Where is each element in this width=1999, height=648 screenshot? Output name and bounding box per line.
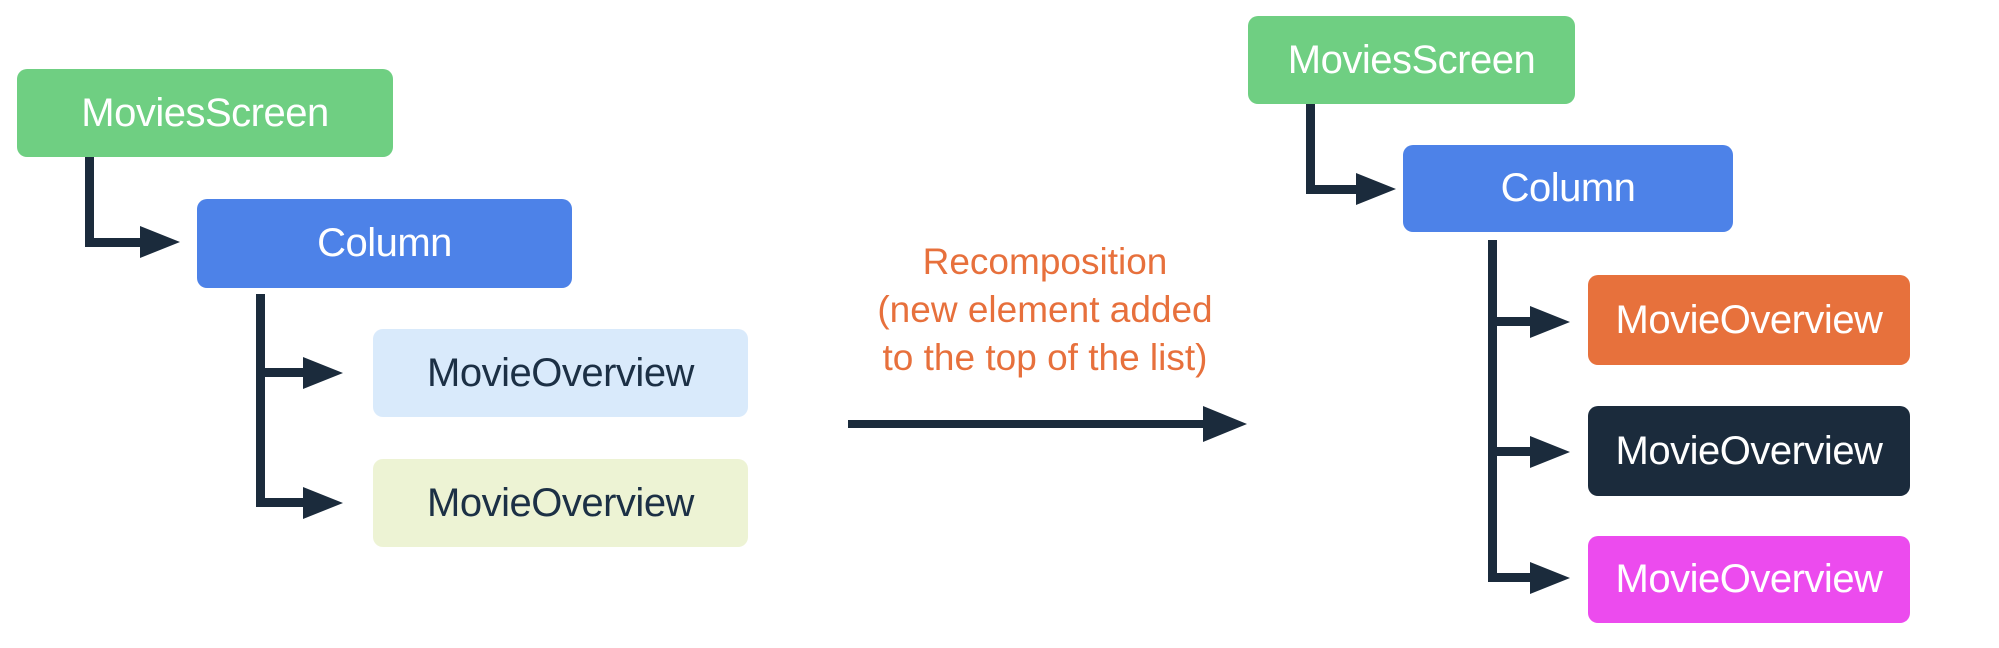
caption-line-3: to the top of the list): [882, 337, 1208, 378]
right-branch-2-line: [1488, 447, 1530, 456]
left-root-node: MoviesScreen: [17, 69, 393, 157]
left-branch-2-line: [256, 498, 303, 507]
transition-arrowhead-icon: [1203, 406, 1247, 442]
arrowhead-icon: [1530, 306, 1570, 338]
right-branch-3-line: [1488, 573, 1530, 582]
right-root-node: MoviesScreen: [1248, 16, 1575, 104]
right-leaf-node-1: MovieOverview: [1588, 275, 1910, 365]
left-leaf-node-1: MovieOverview: [373, 329, 748, 417]
arrowhead-icon: [1530, 562, 1570, 594]
arrowhead-icon: [1356, 173, 1396, 205]
left-branch-1-line: [256, 368, 303, 377]
right-branch-1-line: [1488, 317, 1530, 326]
left-elbow-horizontal-line: [85, 238, 140, 247]
right-leaf-node-2: MovieOverview: [1588, 406, 1910, 496]
arrowhead-icon: [140, 226, 180, 258]
right-elbow-vertical-line: [1306, 104, 1315, 194]
arrowhead-icon: [1530, 436, 1570, 468]
arrowhead-icon: [303, 487, 343, 519]
caption-line-2: (new element added: [877, 289, 1213, 330]
caption-line-1: Recomposition: [922, 241, 1168, 282]
left-leaf-node-2: MovieOverview: [373, 459, 748, 547]
right-elbow-horizontal-line: [1306, 185, 1356, 194]
right-leaf-node-3: MovieOverview: [1588, 536, 1910, 623]
left-column-node: Column: [197, 199, 572, 288]
right-trunk-line: [1488, 240, 1497, 582]
left-elbow-vertical-line: [85, 157, 94, 247]
transition-arrow-shaft: [848, 420, 1206, 428]
recomposition-caption: Recomposition (new element added to the …: [810, 238, 1280, 382]
arrowhead-icon: [303, 357, 343, 389]
left-trunk-line: [256, 294, 265, 507]
right-column-node: Column: [1403, 145, 1733, 232]
